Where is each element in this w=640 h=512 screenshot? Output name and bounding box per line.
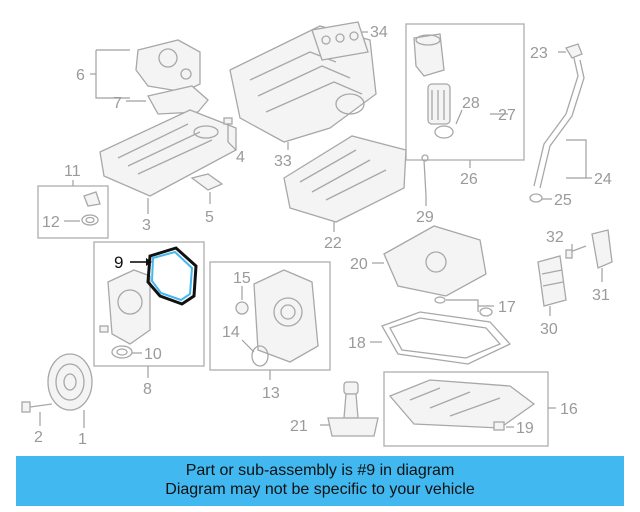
part-1-pulley: [47, 353, 93, 411]
callout-4: 4: [236, 149, 245, 166]
part-31-bracket: [591, 229, 613, 269]
callout-26: 26: [460, 171, 478, 188]
callout-6: 6: [76, 67, 85, 84]
part-11-cap: [83, 191, 101, 207]
part-23-dipstick-handle: [565, 43, 583, 59]
callout-33: 33: [274, 153, 292, 170]
callout-2: 2: [34, 429, 43, 446]
part-22-cylinder-head: [283, 135, 407, 223]
part-26-filter-housing: [413, 33, 445, 77]
callout-14: 14: [222, 324, 240, 341]
part-2-bolt: [21, 401, 53, 413]
callout-28: 28: [462, 95, 480, 112]
callout-31: 31: [592, 287, 610, 304]
callout-13: 13: [262, 385, 280, 402]
part-25-washer: [529, 193, 543, 203]
callout-29: 29: [416, 209, 434, 226]
callout-1: 1: [78, 431, 87, 448]
part-21-level-sensor: [327, 381, 379, 437]
part-32-bolt: [565, 245, 587, 259]
part-24-dipstick-tube: [533, 57, 585, 189]
callout-8: 8: [143, 381, 152, 398]
callout-18: 18: [348, 335, 366, 352]
callout-34: 34: [370, 24, 388, 41]
part-12-seal: [81, 214, 99, 226]
part-17-gasket: [434, 296, 493, 317]
callout-15: 15: [233, 270, 251, 287]
callout-19: 19: [516, 420, 534, 437]
part-10-seal: [111, 345, 133, 359]
callout-27: 27: [498, 107, 516, 124]
callout-30: 30: [540, 321, 558, 338]
arrow-9: [146, 258, 152, 266]
callout-11: 11: [64, 163, 81, 180]
callout-22: 22: [324, 235, 342, 252]
part-4-bolt: [223, 117, 233, 142]
callout-12: 12: [42, 214, 60, 231]
part-9-gasket-outline: [146, 246, 198, 306]
part-20-oil-pump: [383, 225, 487, 297]
callout-24: 24: [594, 171, 612, 188]
banner-line-2: Diagram may not be specific to your vehi…: [165, 481, 475, 498]
callout-23: 23: [530, 45, 548, 62]
part-9-gasket: [146, 246, 198, 306]
part-6-upper-cover: [135, 39, 201, 93]
box-8-9-10: [93, 241, 205, 367]
callout-17: 17: [498, 299, 516, 316]
part-15-plug: [235, 301, 249, 315]
part-14-seal: [251, 345, 269, 367]
part-5-bracket: [190, 173, 224, 191]
part-18-pan-gasket: [381, 311, 512, 365]
callout-10: 10: [144, 346, 162, 363]
callout-3: 3: [142, 217, 151, 234]
callout-20: 20: [350, 256, 368, 273]
part-13-timing-case: [253, 269, 319, 363]
callout-25: 25: [554, 192, 572, 209]
callout-9: 9: [114, 253, 123, 272]
callout-21: 21: [290, 418, 308, 435]
part-34-manifold-gasket: [311, 21, 369, 61]
part-27-filter-element: [427, 83, 451, 125]
callout-7: 7: [113, 95, 122, 112]
part-16-oil-pan: [388, 379, 536, 429]
part-29-sensor: [421, 154, 429, 197]
part-19-drain-bolt: [493, 421, 505, 431]
callout-32: 32: [546, 229, 564, 246]
exploded-parts-diagram: 1 2 3 4 5 6 7 8 9 10 11 12 13 14 15 16 1…: [21, 21, 613, 448]
part-30-oil-cooler: [537, 255, 567, 307]
banner-line-1: Part or sub-assembly is #9 in diagram: [185, 462, 455, 479]
part-28-oring: [434, 125, 454, 139]
box-26-27-28: [405, 23, 525, 161]
part-7-seal-plate: [147, 85, 209, 115]
callout-5: 5: [205, 209, 214, 226]
part-9-gasket-inner: [150, 250, 194, 302]
box-16-19: [383, 371, 549, 447]
part-8-lower-cover: [99, 269, 151, 345]
info-banner: Part or sub-assembly is #9 in diagram Di…: [16, 456, 624, 506]
callout-16: 16: [560, 401, 578, 418]
